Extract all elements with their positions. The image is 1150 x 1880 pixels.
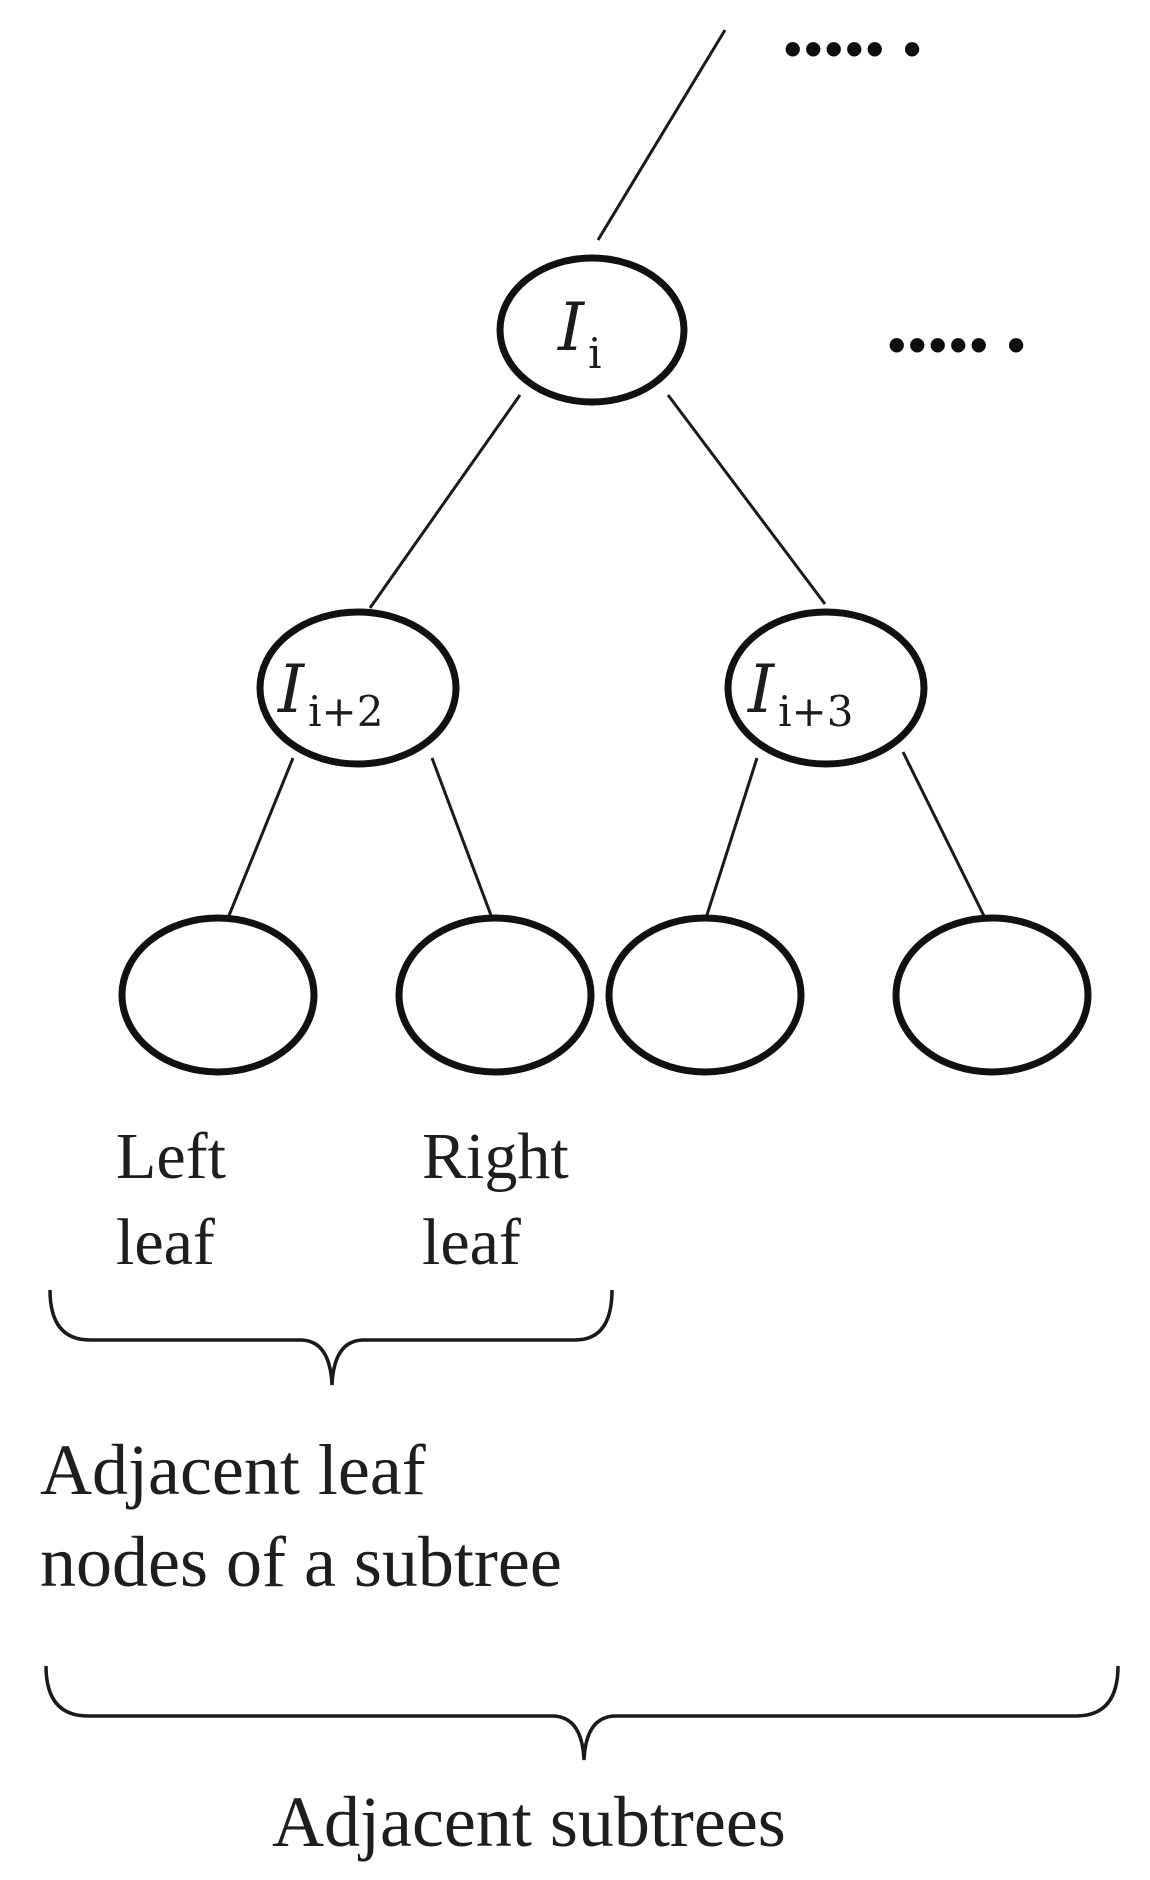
subtrees-brace bbox=[44, 1665, 1120, 1761]
left-child-node-label: Ii+2 bbox=[277, 651, 383, 736]
right-leaf-label-line1: Right bbox=[422, 1120, 569, 1193]
edge-left-child-to-leaf2 bbox=[430, 757, 494, 919]
leaf-node-2 bbox=[395, 914, 595, 1076]
leaf-group-brace bbox=[48, 1289, 614, 1386]
root-node-label: Ii bbox=[557, 289, 602, 378]
leaf-node-4 bbox=[892, 914, 1092, 1076]
left-child-node: Ii+2 bbox=[256, 608, 460, 768]
leaf-node-1 bbox=[118, 914, 318, 1076]
right-leaf-label-line2: leaf bbox=[422, 1206, 521, 1279]
edge-root-to-right-child bbox=[666, 394, 827, 605]
edge-right-child-to-leaf3 bbox=[704, 757, 759, 919]
edge-left-child-to-leaf1 bbox=[226, 757, 295, 919]
left-leaf-label-line2: leaf bbox=[116, 1206, 215, 1279]
root-node: Ii bbox=[496, 254, 688, 406]
edge-parent-to-root bbox=[596, 29, 727, 241]
right-child-node: Ii+3 bbox=[724, 608, 928, 768]
ellipsis-mid: ••••• • bbox=[888, 317, 1028, 373]
subtrees-caption: Adjacent subtrees bbox=[272, 1782, 786, 1862]
left-leaf-label-line1: Left bbox=[116, 1120, 226, 1193]
ellipsis-top: ••••• • bbox=[784, 21, 924, 77]
right-child-node-label: Ii+3 bbox=[747, 651, 853, 736]
edge-right-child-to-leaf4 bbox=[901, 751, 987, 919]
leaf-group-caption-line2: nodes of a subtree bbox=[40, 1522, 562, 1602]
edge-root-to-left-child bbox=[368, 394, 522, 609]
leaf-group-caption-line1: Adjacent leaf bbox=[40, 1430, 426, 1510]
leaf-node-3 bbox=[605, 914, 805, 1076]
